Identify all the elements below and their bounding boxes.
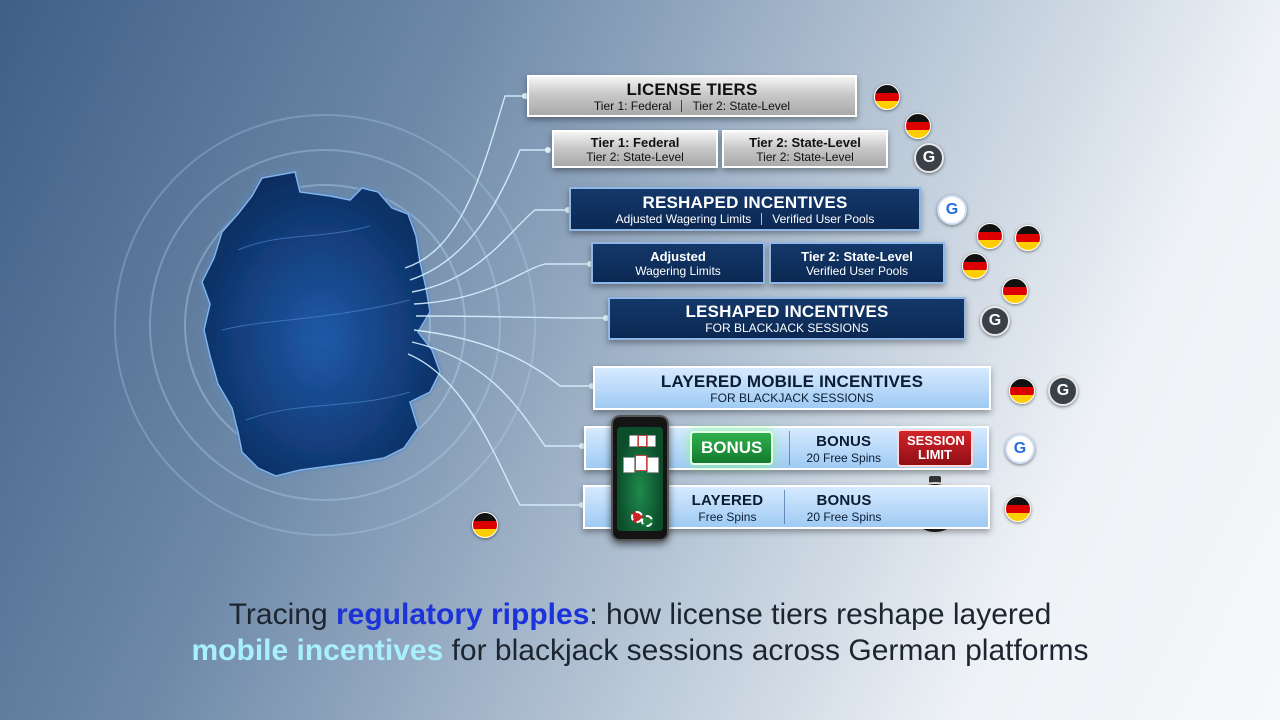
german-flag-icon [1005, 496, 1031, 522]
license-tiers-sub-left: Tier 1: Federal [593, 98, 672, 113]
bonus-badge: BONUS [689, 431, 774, 465]
tier-box-left-line2: Tier 2: State-Level [586, 149, 684, 164]
caption-highlight-regulatory: regulatory ripples [335, 598, 590, 631]
caption-line1-pre: Tracing [228, 598, 336, 631]
state-level-line2: Verified User Pools [805, 263, 909, 278]
leshaped-incentives-banner: LESHAPED INCENTIVES FOR BLACKJACK SESSIO… [608, 297, 966, 340]
card-icon [623, 457, 635, 473]
german-flag-icon [905, 113, 931, 139]
card-icon [635, 455, 647, 471]
adjusted-line2: Wagering Limits [635, 263, 721, 278]
german-flag-icon [962, 253, 988, 279]
g-badge-icon: G [980, 306, 1010, 336]
german-flag-icon [1015, 225, 1041, 251]
german-flag-icon [1009, 378, 1035, 404]
bonus-sub: 20 Free Spins [806, 450, 882, 465]
layered-bonus-sub: 20 Free Spins [806, 509, 882, 524]
card-icon [638, 435, 647, 447]
card-icon [629, 435, 638, 447]
divider [789, 431, 791, 465]
session-limit-badge: SESSION LIMIT [897, 429, 974, 467]
connector-lines [404, 95, 606, 506]
divider [681, 99, 683, 112]
german-flag-icon [472, 512, 498, 538]
tier-box-left: Tier 1: Federal Tier 2: State-Level [552, 130, 718, 168]
g-badge-icon: G [1048, 376, 1078, 406]
layered-mobile-banner: LAYERED MOBILE INCENTIVES FOR BLACKJACK … [593, 366, 991, 410]
phone-screen [617, 427, 663, 531]
divider [784, 490, 786, 524]
caption-line-1: Tracing regulatory ripples: how license … [0, 596, 1280, 634]
state-level-line1: Tier 2: State-Level [801, 248, 913, 264]
tier-box-left-line1: Tier 1: Federal [590, 134, 680, 150]
reshaped-incentives-title: RESHAPED INCENTIVES [642, 192, 848, 212]
adjusted-wagering-box: Adjusted Wagering Limits [591, 242, 765, 284]
bonus-title: BONUS [816, 432, 872, 450]
adjusted-line1: Adjusted [650, 248, 706, 264]
divider [761, 212, 763, 225]
state-level-box: Tier 2: State-Level Verified User Pools [769, 242, 945, 284]
leshaped-title: LESHAPED INCENTIVES [685, 302, 889, 321]
chip-icon [641, 515, 653, 527]
g-badge-icon: G [1005, 434, 1035, 464]
german-flag-icon [977, 223, 1003, 249]
leshaped-sub: FOR BLACKJACK SESSIONS [705, 321, 869, 335]
connector-nodes [522, 93, 609, 508]
g-badge-icon: G [914, 143, 944, 173]
reshaped-sub-left: Adjusted Wagering Limits [615, 211, 752, 226]
german-flag-icon [1002, 278, 1028, 304]
card-icon [647, 435, 656, 447]
caption-line1-post: : how license tiers reshape layered [589, 598, 1052, 631]
layered-mobile-sub: FOR BLACKJACK SESSIONS [710, 390, 874, 405]
tier-box-right: Tier 2: State-Level Tier 2: State-Level [722, 130, 888, 168]
session-limit-line2: LIMIT [918, 447, 952, 462]
license-tiers-banner: LICENSE TIERS Tier 1: Federal Tier 2: St… [527, 75, 857, 117]
tier-box-right-line2: Tier 2: State-Level [756, 149, 854, 164]
smartphone-blackjack-icon [611, 415, 669, 541]
reshaped-sub-right: Verified User Pools [772, 211, 875, 226]
layered-bonus-title: BONUS [816, 491, 872, 509]
card-icon [647, 457, 659, 473]
session-limit-line1: SESSION [907, 433, 965, 448]
layered-title: LAYERED [691, 491, 764, 509]
g-badge-icon: G [937, 195, 967, 225]
license-tiers-title: LICENSE TIERS [626, 79, 758, 99]
tier-box-right-line1: Tier 2: State-Level [749, 134, 861, 150]
caption-line-2: mobile incentives for blackjack sessions… [0, 632, 1280, 670]
german-flag-icon [874, 84, 900, 110]
caption-line2-post: for blackjack sessions across German pla… [443, 634, 1089, 667]
layered-mobile-title: LAYERED MOBILE INCENTIVES [660, 371, 924, 391]
germany-map [201, 171, 441, 477]
caption-highlight-mobile: mobile incentives [191, 634, 444, 667]
reshaped-incentives-banner: RESHAPED INCENTIVES Adjusted Wagering Li… [569, 187, 921, 231]
license-tiers-sub-right: Tier 2: State-Level [692, 98, 791, 113]
layered-sub: Free Spins [698, 509, 757, 524]
